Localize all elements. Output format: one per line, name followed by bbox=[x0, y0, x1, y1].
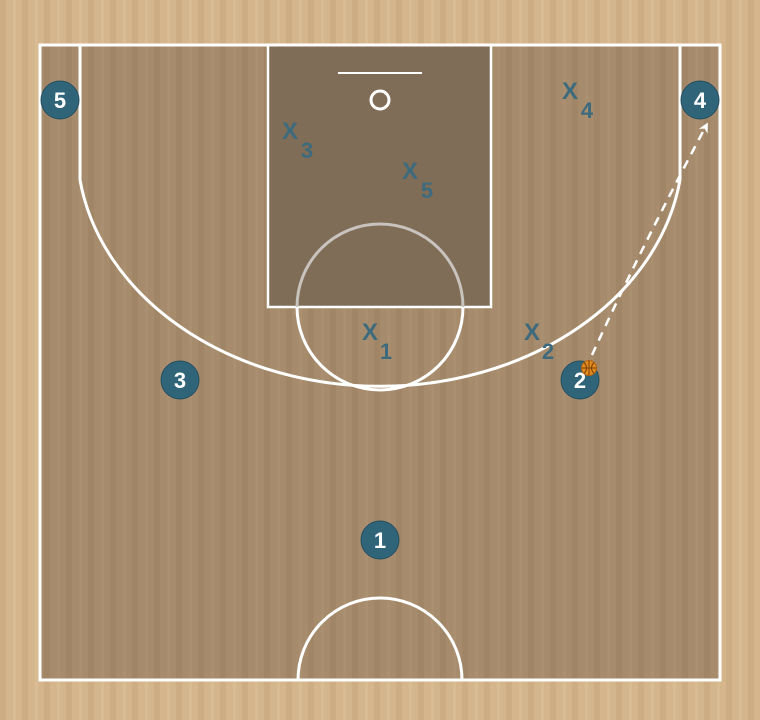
defender-x2-mark: X bbox=[524, 319, 540, 346]
offense-player-3[interactable]: 3 bbox=[160, 360, 200, 400]
offense-player-4-label: 4 bbox=[694, 88, 707, 113]
offense-player-2-label: 2 bbox=[574, 368, 586, 393]
offense-player-1[interactable]: 1 bbox=[360, 520, 400, 560]
offense-player-5-label: 5 bbox=[54, 88, 66, 113]
three-point-arc bbox=[78, 179, 682, 388]
defender-x3-number: 3 bbox=[301, 138, 313, 163]
defender-x2[interactable]: X 2 bbox=[524, 319, 554, 364]
defender-x2-number: 2 bbox=[542, 339, 554, 364]
defender-x5[interactable]: X 5 bbox=[402, 158, 433, 203]
defender-x3-mark: X bbox=[282, 118, 298, 145]
defender-x1-mark: X bbox=[362, 319, 378, 346]
defender-x4[interactable]: X 4 bbox=[562, 78, 594, 123]
rim bbox=[369, 89, 391, 111]
defender-x5-number: 5 bbox=[421, 178, 433, 203]
offense-player-3-label: 3 bbox=[174, 368, 186, 393]
offense-player-4[interactable]: 4 bbox=[680, 80, 720, 120]
lane-lines bbox=[266, 43, 493, 309]
defender-x3[interactable]: X 3 bbox=[282, 118, 313, 163]
defender-x1[interactable]: X 1 bbox=[362, 319, 392, 364]
free-throw-circle-top bbox=[295, 222, 465, 308]
offense-player-1-label: 1 bbox=[374, 528, 386, 553]
paint-area bbox=[268, 45, 491, 307]
defender-x4-number: 4 bbox=[581, 98, 594, 123]
free-throw-circle-bottom bbox=[295, 306, 465, 392]
defender-x1-number: 1 bbox=[380, 339, 392, 364]
center-circle bbox=[296, 596, 464, 681]
defender-x5-mark: X bbox=[402, 158, 418, 185]
offense-player-5[interactable]: 5 bbox=[40, 80, 80, 120]
defender-x4-mark: X bbox=[562, 78, 578, 105]
basketball-icon[interactable] bbox=[581, 360, 597, 376]
